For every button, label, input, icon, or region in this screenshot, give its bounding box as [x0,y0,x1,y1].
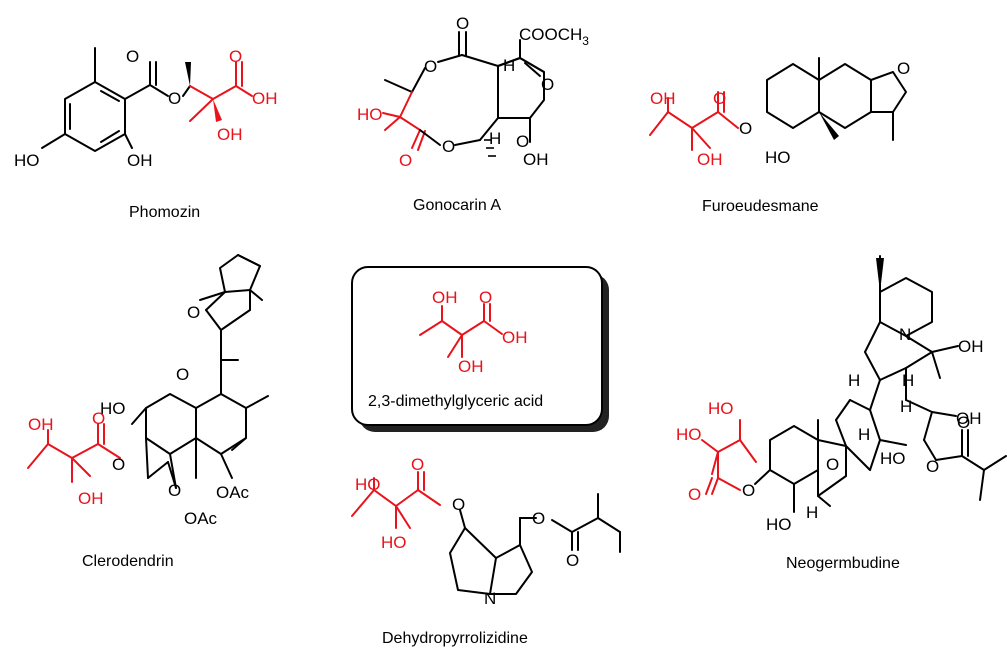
gonocarin-name: Gonocarin A [413,197,501,214]
cler-oh-bottom: OH [78,489,104,508]
box-oh-bottom: OH [458,357,484,376]
furo-ring-o: O [897,59,910,78]
box-acid-oh: OH [502,328,528,347]
furo-ho: HO [765,148,791,167]
gonocarin-ester-o: O [442,137,455,156]
neo-ho-red-1: HO [708,399,734,418]
cler-carbonyl-o: O [92,409,105,428]
clerodendrin-structure: O O HO O O OAc OAc OH O OH Clerodendrin [27,254,269,570]
neo-oh-2: OH [956,409,982,428]
phomozin-ring-oh: OH [127,151,153,170]
dehydro-n: N [484,589,496,608]
dehydropyrrolizidine-name: Dehydropyrrolizidine [382,630,528,647]
neo-ho: HO [880,449,906,468]
dehydro-carbonyl-red-o: O [411,455,424,474]
cler-o-bridge: O [176,365,189,384]
neo-h-3: H [900,397,912,416]
cler-oac-2: OAc [216,483,250,502]
neo-oh-1: OH [958,337,984,356]
gonocarin-oh: OH [523,150,549,169]
clerodendrin-name: Clerodendrin [82,553,174,570]
neogermbudine-structure: N OH OH H H H H HO O O O H HO O HO HO O … [676,255,1007,572]
furo-oh-bottom: OH [697,150,723,169]
phomozin-structure: O O O OH OH HO OH Phomozin [14,47,278,221]
box-label: 2,3-dimethylglyceric acid [368,393,543,410]
cler-oh-top: OH [28,415,54,434]
cler-ester-o: O [112,455,125,474]
cler-epoxide-o: O [168,481,181,500]
neo-h-1: H [848,371,860,390]
furo-oh-top: OH [650,89,676,108]
neo-n: N [899,325,911,344]
gonocarin-h-top: H [503,56,515,75]
gonocarin-a-structure: O O COOCH3 H O HO O O H O OH Gonocarin A [357,14,589,214]
cler-ho: HO [100,399,126,418]
phomozin-name: Phomozin [129,204,200,221]
gonocarin-o-acetal: O [516,132,529,151]
phomozin-oh: OH [217,125,243,144]
neo-h-5: H [806,503,818,522]
dehydro-ester-o: O [452,495,465,514]
neo-ester-o: O [926,457,939,476]
box-oh-top: OH [432,288,458,307]
cler-oac-1: OAc [184,509,218,528]
gonocarin-red-o: O [399,151,412,170]
dehydro-carbonyl-o: O [566,551,579,570]
box-carbonyl-o: O [479,288,492,307]
gonocarin-ring-o: O [424,57,437,76]
gonocarin-ho: HO [357,105,383,124]
neo-red-o: O [688,485,701,504]
dehydro-ho-bottom: HO [381,533,407,552]
neo-ho-red-2: HO [676,425,702,444]
phomozin-acid-o: O [229,47,242,66]
furoeudesmane-structure: O O HO OH O OH Furoeudesmane [649,57,910,215]
phomozin-ho: HO [14,151,40,170]
phomozin-carbonyl-o: O [126,47,139,66]
neo-carbonyl-o: O [957,413,970,432]
gonocarin-carbonyl-o: O [456,14,469,33]
cler-furan-o: O [187,303,200,322]
gonocarin-coo-label: COOCH3 [519,25,589,48]
phomozin-acid-oh: OH [252,89,278,108]
neo-h-2: H [902,371,914,390]
furoeudesmane-name: Furoeudesmane [702,198,819,215]
center-box: OH O OH OH 2,3-dimethylglyceric acid [351,266,609,432]
neo-h-4: H [858,425,870,444]
neo-ho-bottom: HO [766,515,792,534]
neogermbudine-name: Neogermbudine [786,555,900,572]
dehydro-ester2-o: O [532,509,545,528]
dehydropyrrolizidine-structure: O O O N HO O HO Dehydropyrrolizidine [351,455,621,647]
neo-ring-o: O [742,481,755,500]
dehydro-ho-top: HO [355,475,381,494]
furo-carbonyl-o: O [713,89,726,108]
gonocarin-pyran-o: O [541,75,554,94]
furo-ester-o: O [739,119,752,138]
neo-epoxy-o: O [826,455,839,474]
gonocarin-h-bottom: H [489,129,501,148]
phomozin-ester-o: O [168,89,181,108]
